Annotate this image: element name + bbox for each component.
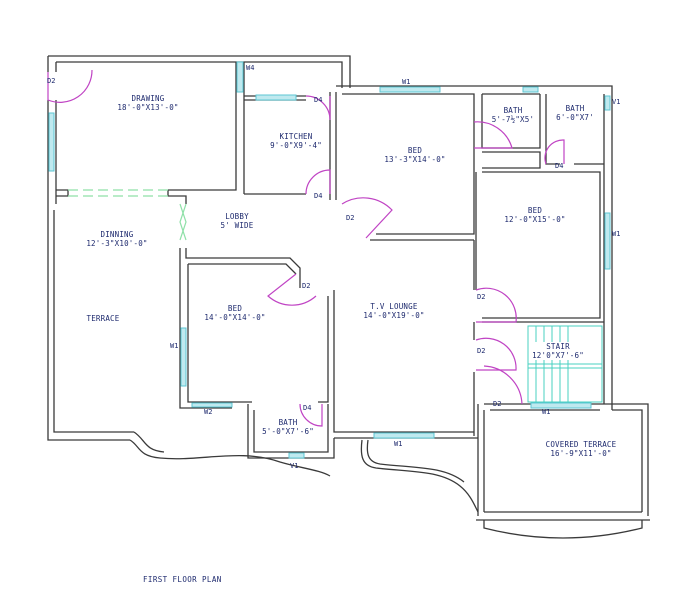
door-tag: D4 [314,96,323,104]
room-size: 5'-7½"X5' [491,115,535,124]
room-name: BED [407,146,423,155]
window-tag: W1 [402,78,411,86]
plan-title: FIRST FLOOR PLAN [143,575,222,584]
room-stair: STAIR 12'0"X7'-6" [532,342,584,360]
room-size: 13'-3"X14'-0" [384,155,446,164]
room-size: 18'-0"X13'-0" [117,103,179,112]
door-tag: D2 [477,347,486,355]
room-size: 12'-0"X15'-0" [504,215,566,224]
door-tag: D2 [477,293,486,301]
door-tag: D4 [303,404,312,412]
room-size: 9'-0"X9'-4" [270,141,322,150]
window-tag: W1 [612,230,621,238]
room-size: 14'-0"X14'-0" [204,313,266,322]
door-tag: D2 [47,77,56,85]
window-tag: V1 [612,98,621,106]
room-name: DINNING [100,230,134,239]
room-covered-terrace: COVERED TERRACE 16'-9"X11'-0" [536,440,626,458]
room-size: 16'-9"X11'-0" [550,449,612,458]
door-tag: D4 [555,162,564,170]
room-name: BED [527,206,543,215]
room-kitchen: KITCHEN 9'-0"X9'-4" [266,132,326,150]
room-name: BATH [278,418,298,427]
room-bath-2: BATH 6'-0"X7' [550,104,600,122]
room-size: 6'-0"X7' [556,113,594,122]
room-tv-lounge: T.V LOUNGE 14'-0"X19'-0" [356,302,432,320]
room-bed-2: BED 12'-0"X15'-0" [500,206,570,224]
room-name: T.V LOUNGE [370,302,418,311]
room-bed-3: BED 14'-0"X14'-0" [200,304,270,322]
stair [527,325,603,403]
doors [47,69,565,427]
room-size: 12'-3"X10'-0" [86,239,148,248]
door-tag: D4 [314,192,323,200]
room-drawing: DRAWING 18'-0"X13'-0" [108,94,188,112]
room-lobby: LOBBY 5' WIDE [212,212,262,230]
door-tag: D2 [493,400,502,408]
room-terrace: TERRACE [78,314,128,323]
room-name: LOBBY [225,212,249,221]
room-name: TERRACE [86,314,120,323]
room-bath-1: BATH 5'-7½"X5' [488,106,538,124]
room-bed-1: BED 13'-3"X14'-0" [380,146,450,164]
room-size: 14'-0"X19'-0" [363,311,425,320]
room-name: BED [227,304,243,313]
room-size: 5'-0"X7'-6" [262,427,314,436]
window-tag: W1 [170,342,179,350]
door-tag: D2 [302,282,311,290]
room-name: KITCHEN [279,132,313,141]
window-tag: W1 [542,408,551,416]
windows [48,61,611,459]
room-name: BATH [565,104,585,113]
room-dinning: DINNING 12'-3"X10'-0" [82,230,152,248]
room-size: 12'0"X7'-6" [532,351,584,360]
room-size: 5' WIDE [220,221,254,230]
door-tag: D2 [346,214,355,222]
window-tag: W1 [394,440,403,448]
room-name: STAIR [546,342,570,351]
window-tag: W4 [246,64,255,72]
walls [47,55,650,539]
room-bath-3: BATH 5'-0"X7'-6" [258,418,318,436]
window-tag: W2 [204,408,213,416]
room-name: DRAWING [131,94,165,103]
room-name: COVERED TERRACE [545,440,617,449]
openings [68,189,187,241]
room-name: BATH [503,106,523,115]
window-tag: V1 [290,462,299,470]
